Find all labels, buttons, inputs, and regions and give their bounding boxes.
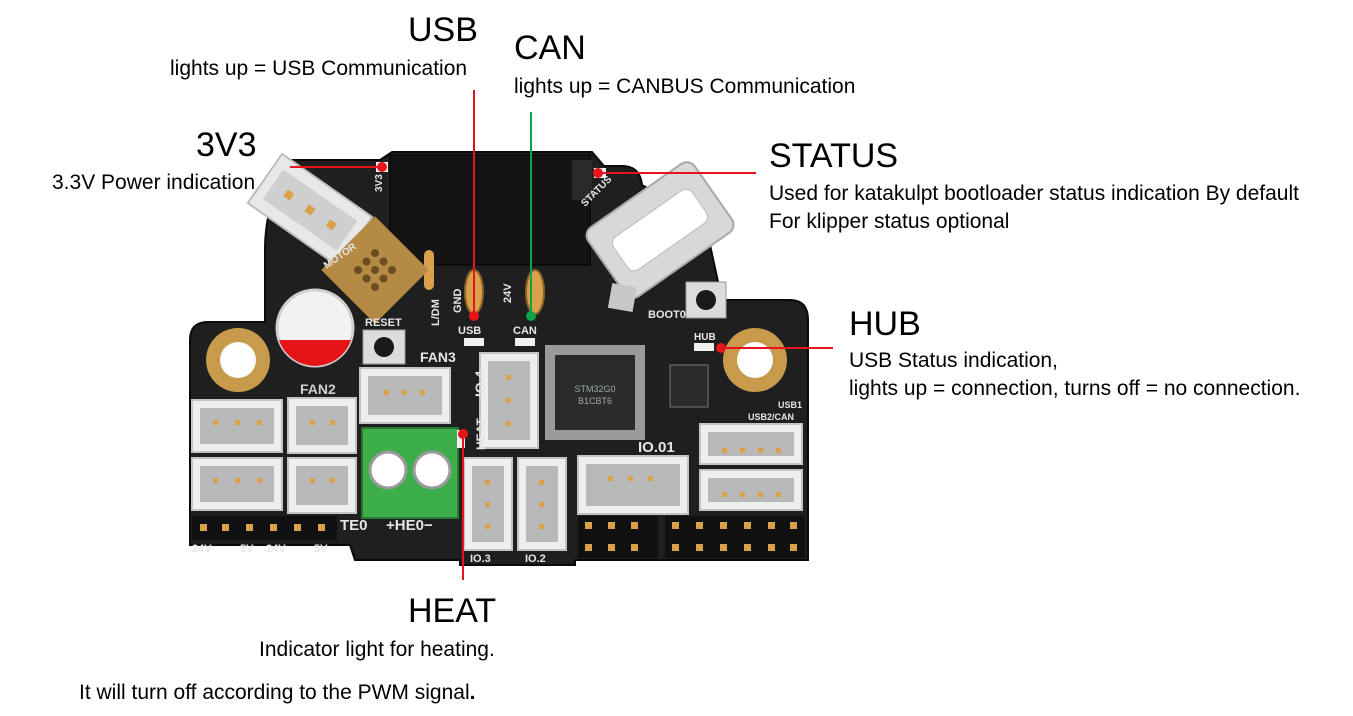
- power-connector-housing: [389, 154, 591, 266]
- mcu-chip: STM32G0 B1CBT6: [545, 345, 645, 440]
- silk-3v3: 3V3: [374, 174, 385, 192]
- pin-headers: [192, 516, 805, 558]
- jst-connector-insides: [200, 361, 794, 542]
- v3v3-title: 3V3: [196, 126, 257, 164]
- usb-title: USB: [408, 11, 478, 49]
- silk-gnd: GND: [452, 289, 464, 314]
- mounting-hole-right: [723, 328, 787, 392]
- can-title: CAN: [514, 29, 586, 67]
- silk-io3: IO.3: [470, 553, 491, 565]
- capacitor: [275, 288, 355, 368]
- v3v3-description: 3.3V Power indication: [52, 171, 256, 194]
- heat-description-2-text: It will turn off according to the PWM si…: [79, 681, 470, 704]
- silk-pwr-2: 5V: [240, 543, 254, 555]
- silk-reset: RESET: [365, 317, 402, 329]
- buzzer: [321, 216, 429, 324]
- jst-pins: [213, 375, 781, 529]
- silk-heat: HEAT: [474, 418, 488, 450]
- can-description: lights up = CANBUS Communication: [514, 75, 856, 98]
- hub-description-2: lights up = connection, turns off = no c…: [849, 377, 1301, 400]
- mounting-hole-left: [206, 328, 270, 392]
- motor-connector: [246, 152, 374, 268]
- hub-description-1: USB Status indication,: [849, 349, 1058, 372]
- status-title: STATUS: [769, 137, 899, 175]
- silk-pwr-4: 5V: [314, 543, 328, 555]
- status-description-1: Used for katakulpt bootloader status ind…: [769, 182, 1299, 205]
- hub-chip: [669, 364, 709, 408]
- silk-io4: IO.4: [472, 370, 488, 397]
- heat-description-2-period: .: [469, 681, 476, 704]
- hub-title: HUB: [849, 305, 921, 343]
- silk-24v: 24V: [502, 283, 514, 303]
- silk-usb1: USB1: [778, 400, 802, 410]
- svg-text:B1CBT6: B1CBT6: [578, 396, 612, 406]
- silk-boot0: BOOT0: [648, 309, 686, 321]
- reset-button: [362, 329, 406, 365]
- heat-description-1: Indicator light for heating.: [259, 638, 495, 661]
- silk-io01: IO.01: [638, 439, 675, 456]
- silk-fan2: FAN2: [300, 381, 336, 397]
- heat-description-2: It will turn off according to the PWM si…: [79, 679, 475, 706]
- silk-io2: IO.2: [525, 553, 546, 565]
- silk-te0: TE0: [340, 517, 368, 534]
- usb-c-connector: [585, 161, 735, 299]
- svg-text:STM32G0: STM32G0: [574, 384, 615, 394]
- silk-usb2can: USB2/CAN: [748, 412, 794, 422]
- silk-fan3: FAN3: [420, 349, 456, 365]
- silk-pwr-3: 24V: [266, 543, 286, 555]
- crystal: [607, 283, 637, 313]
- silk-pwr-1: 24V: [192, 543, 212, 555]
- heat-title: HEAT: [408, 592, 497, 630]
- silk-hub: HUB: [694, 332, 716, 343]
- silk-l-dm: L/DM: [430, 299, 442, 326]
- silk-can: CAN: [513, 325, 537, 337]
- status-description-2: For klipper status optional: [769, 210, 1010, 233]
- silk-usb: USB: [458, 325, 481, 337]
- boot0-button: [685, 281, 727, 319]
- callout-lines: [290, 90, 833, 580]
- silk-he0: +HE0−: [386, 517, 433, 534]
- usb-description: lights up = USB Communication: [170, 57, 468, 80]
- heater-terminal-block: [361, 427, 459, 519]
